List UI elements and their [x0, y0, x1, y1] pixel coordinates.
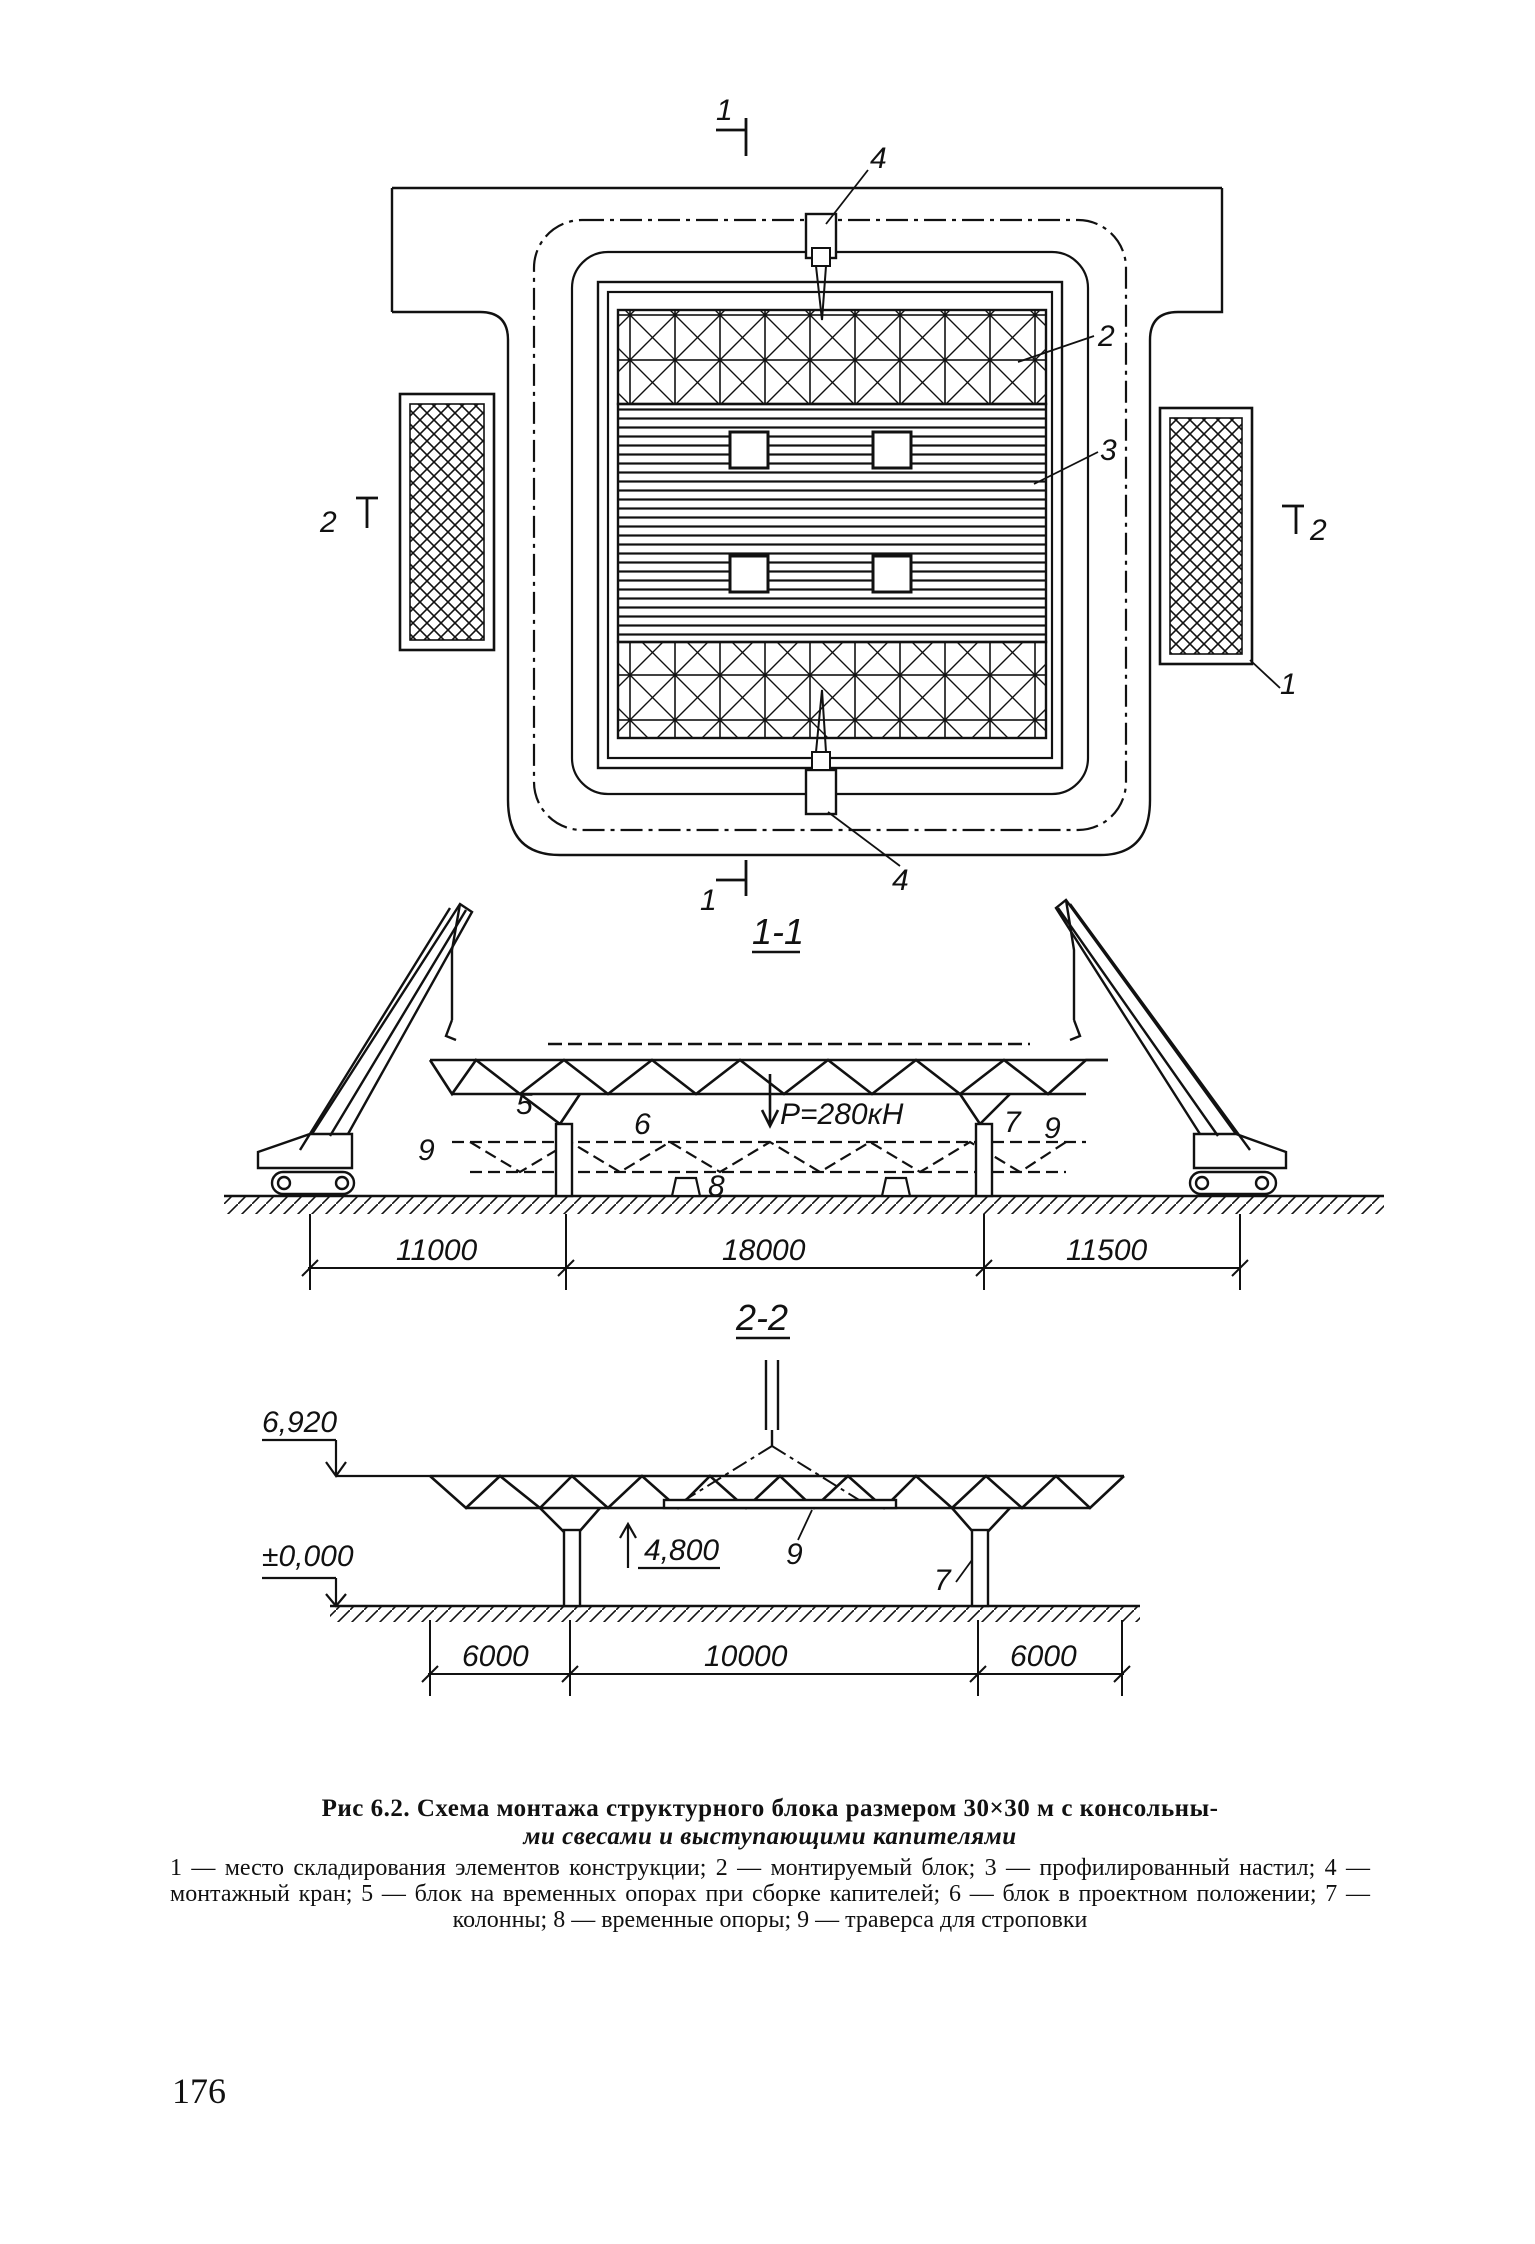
callout-9-left: 9 [418, 1134, 435, 1167]
leader-3 [1033, 451, 1099, 485]
crane-plan-top [804, 212, 838, 321]
callout-4-bottom: 4 [892, 864, 909, 897]
callout-9-2-2: 9 [786, 1538, 803, 1571]
dimension-line-2-2 [421, 1620, 1131, 1696]
capital-opening [871, 430, 913, 470]
callout-8: 8 [708, 1170, 725, 1203]
callout-7: 7 [1004, 1106, 1022, 1139]
callout-3: 3 [1100, 434, 1117, 467]
caption-title: Рис 6.2. Схема монтажа структурного блок… [170, 1795, 1370, 1851]
callout-6: 6 [634, 1108, 651, 1141]
site-boundary [390, 186, 1224, 857]
dimension-2-2: 10000 [704, 1640, 788, 1673]
section-mark-1-top [716, 118, 748, 156]
label-section-2-right: 2 [1309, 514, 1327, 547]
traverse [662, 1498, 898, 1510]
storage-area-right-fill [1169, 417, 1243, 655]
plan-view: 1 1 2 2 4 4 2 3 1 [319, 94, 1327, 917]
leader-4-top [825, 169, 869, 225]
capital-opening [728, 554, 770, 594]
crane-plan-bottom [804, 689, 838, 816]
temporary-support [670, 1176, 702, 1198]
capital-opening [728, 430, 770, 470]
label-section-1-top: 1 [716, 94, 733, 127]
structural-block-design [428, 1042, 1108, 1127]
section-mark-2-right [1282, 504, 1304, 534]
callout-7-2-2: 7 [934, 1564, 952, 1597]
crane-hook [764, 1360, 780, 1446]
leader-1 [1249, 659, 1281, 689]
truss-band-top [616, 308, 1048, 406]
section-1-1: 1-1 [224, 898, 1384, 1290]
elevation-support: 4,800 [644, 1534, 719, 1567]
dimension-line-1-1 [301, 1214, 1249, 1290]
callout-5: 5 [516, 1088, 533, 1121]
figure-caption: Рис 6.2. Схема монтажа структурного блок… [170, 1795, 1370, 1933]
elevation-markers [262, 1438, 720, 1608]
storage-area-left-fill [409, 403, 485, 641]
section-mark-2-left [356, 496, 378, 528]
dimension-1: 11000 [396, 1234, 478, 1267]
section-1-1-title: 1-1 [752, 911, 804, 952]
section-2-2: 2-2 6,920 ±0,000 4,800 9 7 [262, 1297, 1140, 1696]
dimension-2-3: 6000 [1010, 1640, 1077, 1673]
caption-legend: 1 — место складирования элементов констр… [170, 1855, 1370, 1933]
leader-2 [1017, 335, 1095, 363]
label-section-2-left: 2 [319, 506, 337, 539]
crawler-crane-right [1054, 898, 1288, 1196]
capital-opening [871, 554, 913, 594]
temporary-support [880, 1176, 912, 1198]
load-arrow [760, 1074, 780, 1129]
column-right-2 [970, 1528, 990, 1608]
label-section-1-bottom: 1 [700, 884, 717, 917]
page-number: 176 [172, 2071, 226, 2111]
callout-9-right: 9 [1044, 1112, 1061, 1145]
caption-title-line1: Рис 6.2. Схема монтажа структурного блок… [321, 1795, 1219, 1822]
ground-hatch-1 [224, 1196, 1384, 1214]
column-left [554, 1122, 574, 1198]
callout-4-top: 4 [870, 142, 887, 175]
storage-area-right [1158, 406, 1254, 666]
callout-1: 1 [1280, 668, 1297, 701]
elevation-ground: ±0,000 [262, 1540, 354, 1573]
column-left-2 [562, 1528, 582, 1608]
profiled-deck [616, 402, 1048, 644]
dimension-3: 11500 [1066, 1234, 1148, 1267]
crawler-crane-left [256, 902, 474, 1196]
dimension-2-1: 6000 [462, 1640, 529, 1673]
column-right [974, 1122, 994, 1198]
caption-title-line2: ми свесами и выступающими капителями [523, 1823, 1017, 1850]
truss-band-bottom [616, 640, 1048, 740]
load-label: P=280кН [780, 1098, 904, 1131]
leader-4-bottom [827, 811, 901, 867]
section-mark-1-bottom [716, 860, 748, 896]
elevation-top: 6,920 [262, 1406, 337, 1439]
ground-hatch-2 [330, 1606, 1140, 1622]
dimension-2: 18000 [722, 1234, 806, 1267]
callout-2: 2 [1097, 320, 1115, 353]
storage-area-left [398, 392, 496, 652]
section-2-2-title: 2-2 [735, 1297, 788, 1338]
